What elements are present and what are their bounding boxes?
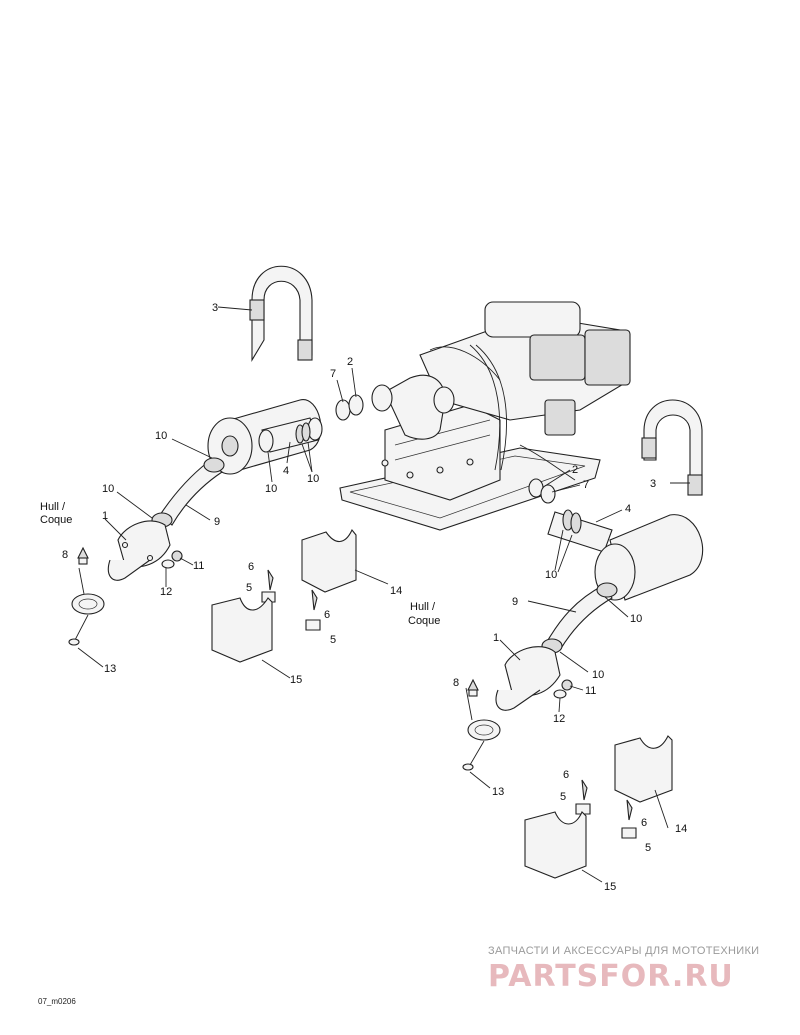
callout-5-right-a: 5: [560, 791, 566, 803]
callout-7-right: 7: [583, 479, 589, 491]
callout-10-outlet-right: 10: [592, 669, 604, 681]
callout-5-left-a: 5: [246, 582, 252, 594]
callout-6-left-b: 6: [324, 609, 330, 621]
drawing-code: 07_m0206: [38, 997, 76, 1006]
callout-12-right: 12: [553, 713, 565, 725]
callout-1-right: 1: [493, 632, 499, 644]
leader-lines: [77, 306, 690, 883]
callout-1-left: 1: [102, 510, 108, 522]
callout-10-clamp-left-2: 10: [307, 473, 319, 485]
callout-3-left: 3: [212, 302, 218, 314]
callout-15-right: 15: [604, 881, 616, 893]
callout-13-right: 13: [492, 786, 504, 798]
hull-label-left: Hull / Coque: [40, 501, 72, 526]
svg-text:Hull /: Hull /: [40, 501, 66, 513]
watermark: ЗАПЧАСТИ И АКСЕССУАРЫ ДЛЯ МОТОТЕХНИКИ PA…: [488, 945, 759, 994]
callout-15-left: 15: [290, 674, 302, 686]
hull-label-right: Hull / Coque: [408, 601, 440, 627]
callout-7-left: 7: [330, 368, 336, 380]
callout-10-muffler-left: 10: [155, 430, 167, 442]
callout-11-right: 11: [585, 685, 596, 697]
callout-13-left: 13: [104, 663, 116, 675]
svg-text:Hull /: Hull /: [410, 601, 436, 613]
callout-labels: 3 7 2 10 4 10 10 10 9 1 8 11 12 13 6 5 6…: [62, 302, 687, 893]
callout-6-right-a: 6: [563, 769, 569, 781]
callout-11-left: 11: [193, 560, 204, 572]
callout-4-right: 4: [625, 503, 631, 515]
callout-10-clamp-right: 10: [545, 569, 557, 581]
callout-14-right: 14: [675, 823, 687, 835]
callout-12-left: 12: [160, 586, 172, 598]
callout-9-left: 9: [214, 516, 220, 528]
right-exhaust-assembly: [462, 399, 704, 879]
svg-text:Coque: Coque: [40, 514, 72, 526]
callout-10-hose-right: 10: [630, 613, 642, 625]
callout-5-left-b: 5: [330, 634, 336, 646]
callout-10-hose-left: 10: [102, 483, 114, 495]
callout-5-right-b: 5: [645, 842, 651, 854]
callout-3-right: 3: [650, 478, 656, 490]
callout-8-right: 8: [453, 677, 459, 689]
watermark-logo: PARTSFOR.RU: [488, 959, 734, 994]
left-exhaust-assembly: [68, 265, 364, 663]
callout-14-left: 14: [390, 585, 402, 597]
svg-text:Coque: Coque: [408, 615, 440, 627]
callout-8-left: 8: [62, 549, 68, 561]
callout-6-right-b: 6: [641, 817, 647, 829]
callout-2-left: 2: [347, 356, 353, 368]
callout-6-left-a: 6: [248, 561, 254, 573]
callout-2-right: 2: [572, 464, 578, 476]
engine-block: [339, 301, 631, 531]
callout-4-left: 4: [283, 465, 289, 477]
callout-10-clamp-left: 10: [265, 483, 277, 495]
callout-9-right: 9: [512, 596, 518, 608]
watermark-tagline: ЗАПЧАСТИ И АКСЕССУАРЫ ДЛЯ МОТОТЕХНИКИ: [488, 945, 759, 957]
